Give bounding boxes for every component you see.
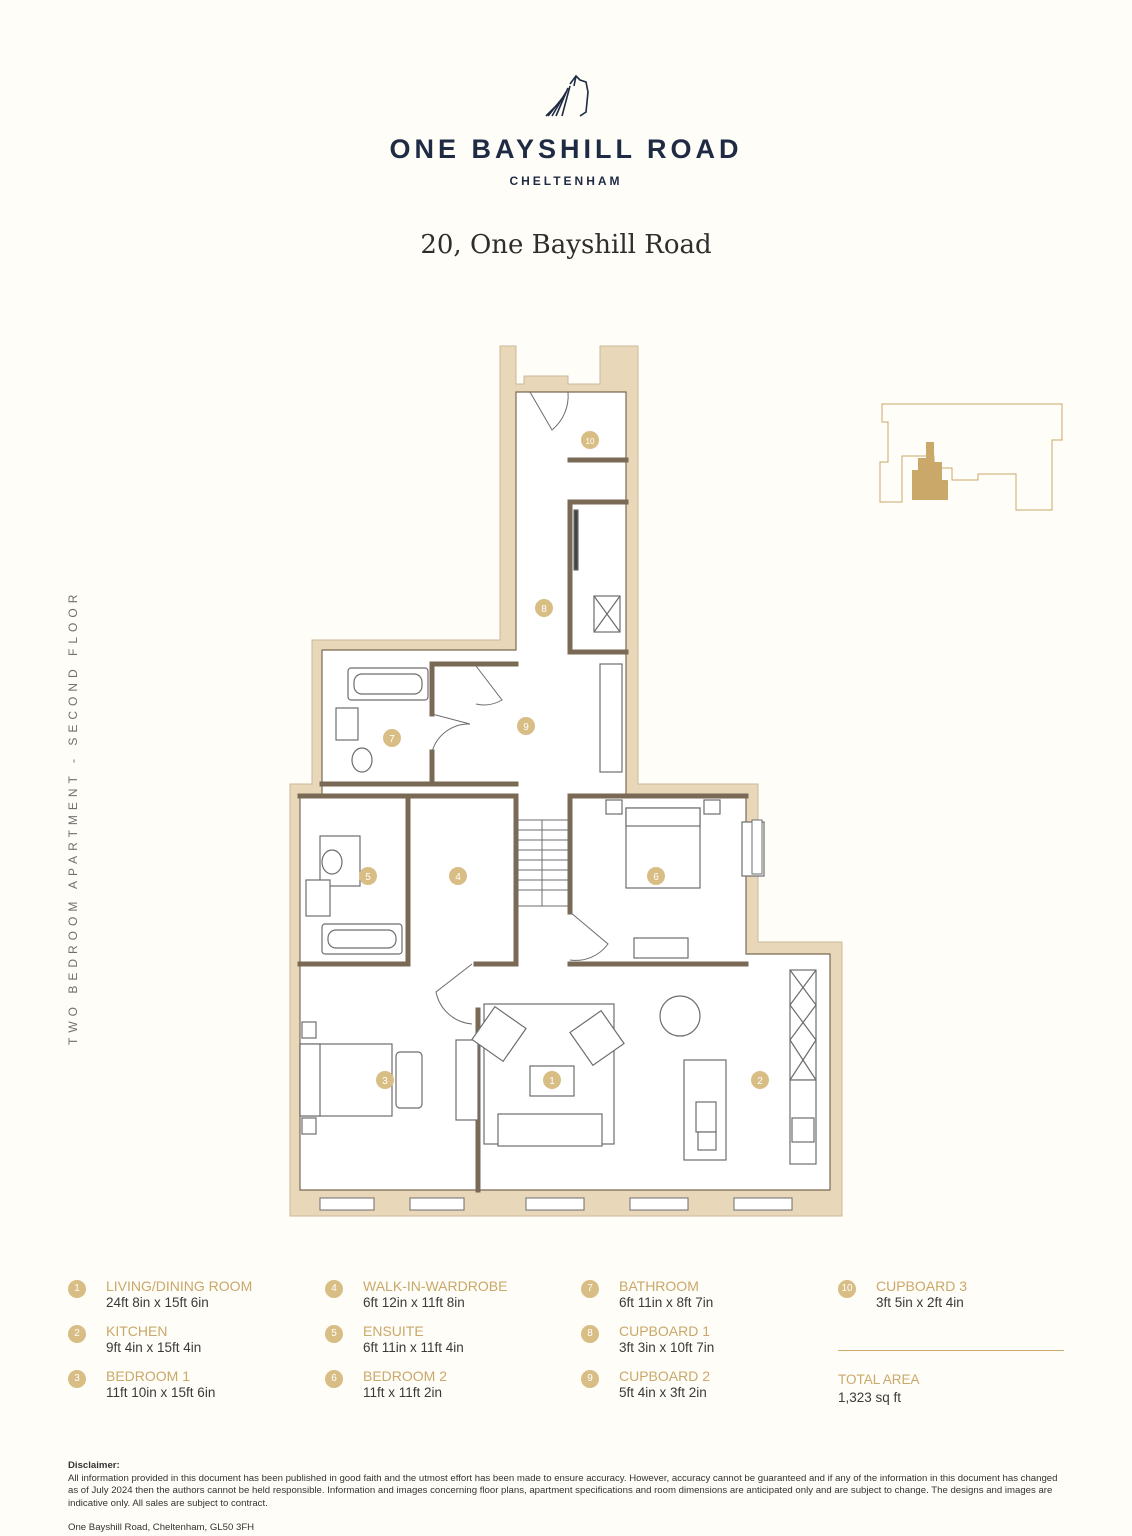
disclaimer-text: All information provided in this documen… (68, 1472, 1058, 1509)
disclaimer: Disclaimer: All information provided in … (68, 1460, 1058, 1510)
svg-text:6: 6 (653, 872, 659, 883)
key-plan (879, 403, 1063, 511)
svg-text:9: 9 (523, 722, 529, 733)
svg-text:2: 2 (757, 1076, 763, 1087)
brand-city: CHELTENHAM (509, 174, 623, 188)
svg-text:1: 1 (549, 1076, 555, 1087)
plan-badges: 1 2 3 4 5 6 7 8 9 10 (359, 431, 769, 1089)
svg-text:5: 5 (365, 872, 371, 883)
svg-text:10: 10 (586, 437, 595, 446)
svg-text:7: 7 (389, 734, 395, 745)
disclaimer-heading: Disclaimer: (68, 1460, 120, 1471)
total-area-label: TOTAL AREA (838, 1372, 920, 1387)
svg-text:3: 3 (382, 1076, 388, 1087)
total-area-value: 1,323 sq ft (838, 1390, 902, 1405)
horse-head-icon (545, 74, 589, 117)
svg-text:4: 4 (455, 872, 461, 883)
total-divider (838, 1350, 1064, 1351)
room-legend: 1 LIVING/DINING ROOM 24ft 8in x 15ft 6in… (0, 1276, 1132, 1426)
page-title: 20, One Bayshill Road (420, 230, 712, 260)
footer-address: One Bayshill Road, Cheltenham, GL50 3FH (68, 1522, 255, 1533)
svg-text:8: 8 (541, 604, 547, 615)
brand-name: ONE BAYSHILL ROAD (389, 134, 743, 164)
